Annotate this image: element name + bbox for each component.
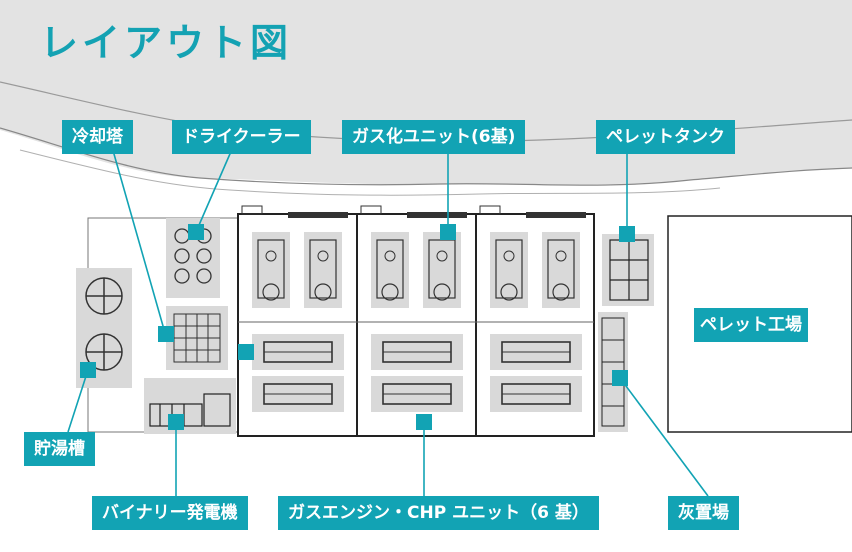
gasifier-unit-port bbox=[555, 250, 567, 262]
gasifier-unit-frame bbox=[495, 239, 523, 299]
label-cooling-tower: 冷却塔 bbox=[62, 120, 133, 154]
label-pellet-factory: ペレット工場 bbox=[694, 308, 808, 342]
marker-cooling-tower bbox=[158, 326, 174, 342]
label-ash-yard: 灰置場 bbox=[668, 496, 739, 530]
label-pellet-tank: ペレットタンク bbox=[596, 120, 735, 154]
label-dry-cooler: ドライクーラー bbox=[172, 120, 311, 154]
terrain-contour bbox=[19, 149, 721, 196]
bay-vent bbox=[360, 205, 382, 215]
label-binary-generator: バイナリー発電機 bbox=[92, 496, 248, 530]
label-gasifier-unit: ガス化ユニット(6基) bbox=[342, 120, 526, 154]
gasifier-unit-vessel bbox=[500, 283, 518, 301]
gasifier-unit-port bbox=[384, 250, 396, 262]
markers bbox=[80, 224, 635, 430]
marker-hot-water-tank bbox=[80, 362, 96, 378]
gasifier-unit-frame bbox=[257, 239, 285, 299]
bay-duct bbox=[407, 212, 467, 218]
gasifier-unit-vessel bbox=[262, 283, 280, 301]
gasifier-unit-port bbox=[436, 250, 448, 262]
gasifier-unit-frame bbox=[376, 239, 404, 299]
bay-vent bbox=[479, 205, 501, 215]
label-hot-water-tank: 貯湯槽 bbox=[24, 432, 95, 466]
marker-pellet-tank bbox=[619, 226, 635, 242]
hot-water-tank bbox=[85, 277, 123, 371]
gasifier-unit-vessel bbox=[433, 283, 451, 301]
building-bays bbox=[241, 205, 586, 412]
marker-dry-cooler bbox=[188, 224, 204, 240]
marker-ash-yard bbox=[612, 370, 628, 386]
marker-gasifier bbox=[440, 224, 456, 240]
leader-lines bbox=[67, 139, 709, 497]
gasifier-unit-port bbox=[503, 250, 515, 262]
page-title: レイアウト図 bbox=[40, 21, 293, 65]
gasifier-unit-port bbox=[317, 250, 329, 262]
bay-vent bbox=[241, 205, 263, 215]
bay-duct bbox=[526, 212, 586, 218]
binary-generator-area bbox=[144, 378, 236, 434]
gasifier-unit-vessel bbox=[381, 283, 399, 301]
marker-binary bbox=[168, 414, 184, 430]
gasifier-unit-port bbox=[265, 250, 277, 262]
pellet-tank-area bbox=[602, 234, 654, 306]
terrain-contour bbox=[0, 127, 852, 186]
marker-chp bbox=[238, 344, 254, 360]
gasifier-unit-frame bbox=[309, 239, 337, 299]
gasifier-unit-vessel bbox=[552, 283, 570, 301]
bay-duct bbox=[288, 212, 348, 218]
gasifier-unit-vessel bbox=[314, 283, 332, 301]
cooling-tower-grid bbox=[173, 313, 221, 363]
marker-chp-bottom bbox=[416, 414, 432, 430]
gasifier-unit-frame bbox=[547, 239, 575, 299]
label-gas-engine-chp: ガスエンジン・CHP ユニット（6 基） bbox=[278, 496, 599, 530]
